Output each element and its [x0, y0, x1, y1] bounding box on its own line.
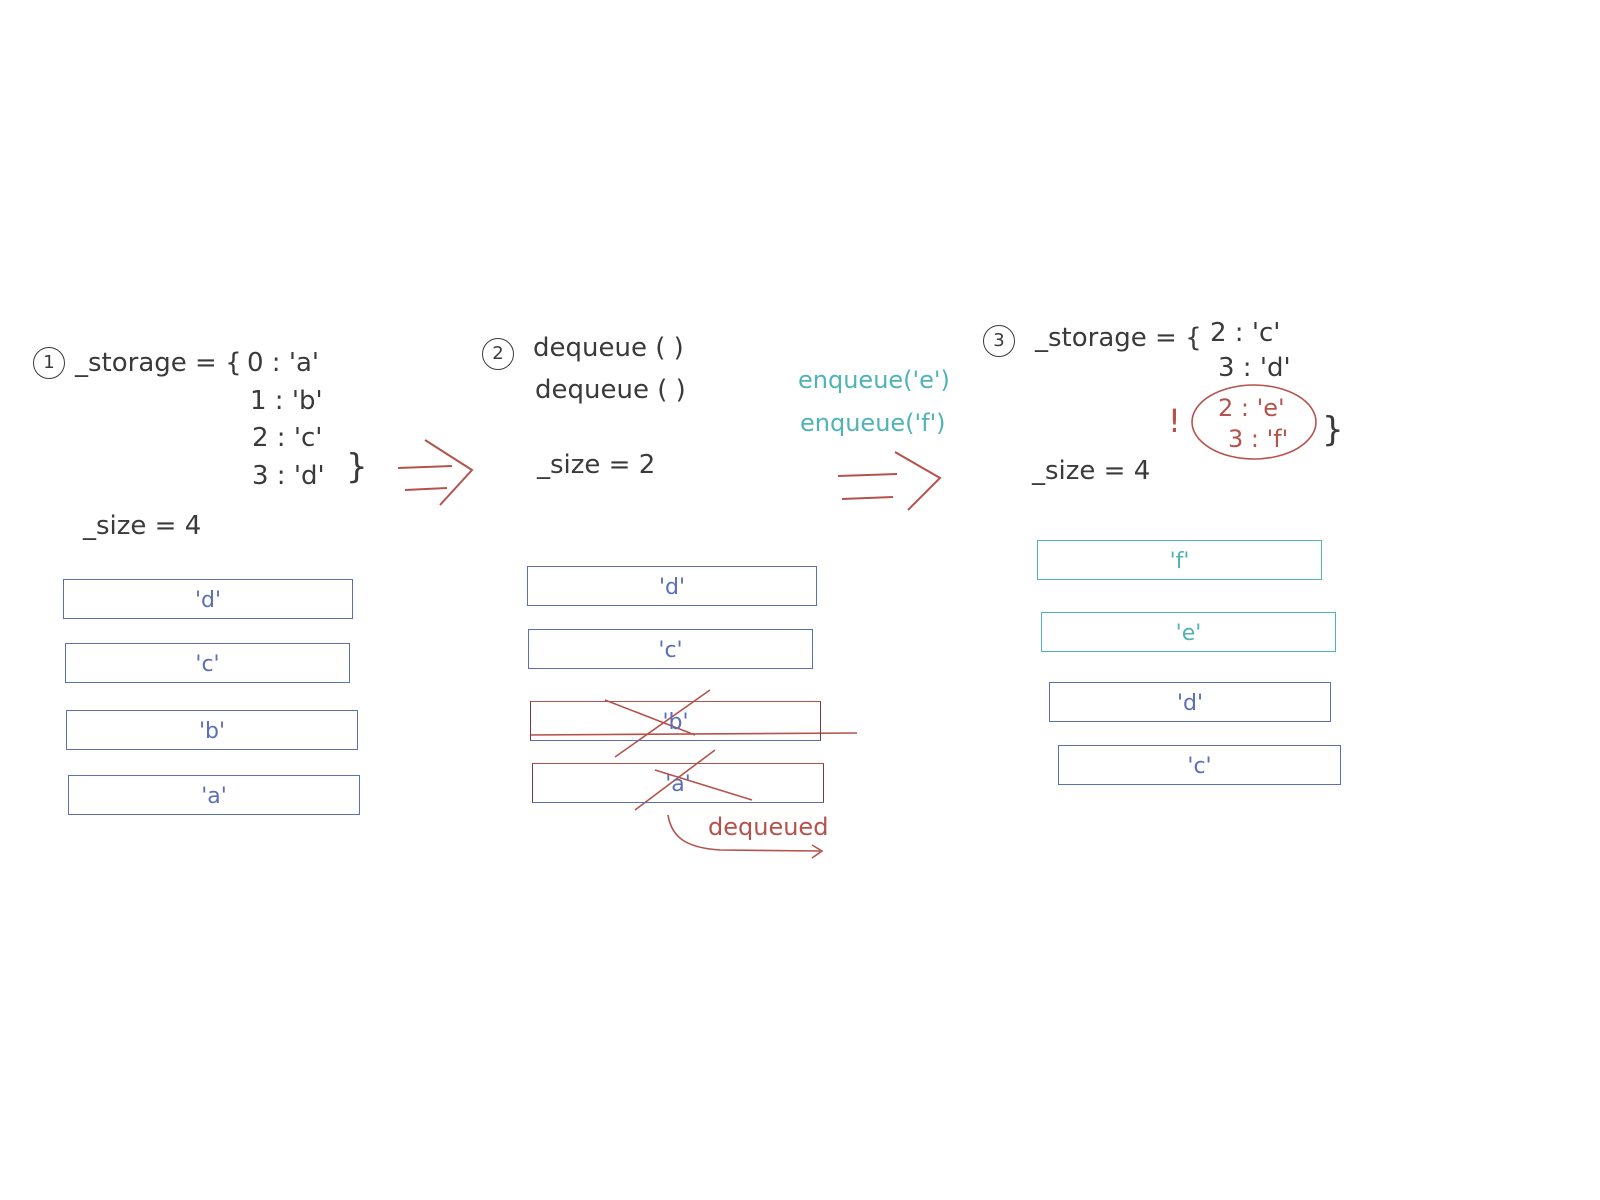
step-3-size: _size = 4 [1032, 456, 1151, 486]
step-3-box-e-label: 'e' [1175, 621, 1202, 646]
step-3-entry-0: 2 : 'c' [1210, 318, 1281, 348]
step-2-box-a-dequeued: 'a' [532, 763, 824, 803]
step-3-box-d-label: 'd' [1176, 691, 1204, 716]
step-3-closing-brace: } [1322, 410, 1344, 450]
step-2-box-c-label: 'c' [658, 638, 683, 663]
step-1-box-a: 'a' [68, 775, 360, 815]
step-2-box-c: 'c' [528, 629, 813, 669]
step-1-marker: 1 [33, 347, 65, 379]
step-1-entry-0: 0 : 'a' [247, 348, 320, 378]
step-1-box-a-label: 'a' [201, 784, 227, 809]
step-3-new-entry-1: 3 : 'f' [1228, 425, 1289, 453]
step-3-box-c: 'c' [1058, 745, 1341, 785]
step-1-box-c-label: 'c' [195, 652, 220, 677]
step-1-closing-brace: } [346, 447, 368, 487]
step-3-entry-1: 3 : 'd' [1218, 353, 1291, 383]
step-2-box-d: 'd' [527, 566, 817, 606]
step-3-box-d: 'd' [1049, 682, 1331, 722]
step-2-box-b-dequeued: 'b' [530, 701, 821, 741]
step-3-box-c-label: 'c' [1187, 754, 1212, 779]
step-3-new-entry-0: 2 : 'e' [1218, 394, 1285, 422]
dequeued-crosses [529, 689, 858, 811]
dequeued-arrow [667, 814, 824, 859]
step-2-op-1: dequeue ( ) [535, 375, 686, 405]
step-2-op-0: dequeue ( ) [533, 333, 684, 363]
enqueue-op-0: enqueue('e') [798, 366, 950, 394]
enqueue-op-1: enqueue('f') [800, 409, 946, 437]
step-1-entry-1: 1 : 'b' [250, 386, 323, 416]
step-3-marker: 3 [983, 325, 1015, 357]
step-1-box-d-label: 'd' [194, 588, 222, 613]
step-1-size: _size = 4 [83, 511, 202, 541]
arrow-step1-to-step2 [397, 439, 474, 506]
step-2-marker: 2 [482, 338, 514, 370]
step-2-size: _size = 2 [537, 450, 656, 480]
step-1-box-b: 'b' [66, 710, 358, 750]
step-3-storage-label: _storage = { [1035, 323, 1202, 353]
step-3-box-e: 'e' [1041, 612, 1336, 652]
step-1-storage-label: _storage = { [75, 348, 242, 378]
step-1-entry-2: 2 : 'c' [252, 423, 323, 453]
step-3-box-f: 'f' [1037, 540, 1322, 580]
step-1-entry-3: 3 : 'd' [252, 461, 325, 491]
step-3-exclaim: ! [1168, 402, 1181, 440]
step-1-box-d: 'd' [63, 579, 353, 619]
arrow-step2-to-step3 [837, 451, 942, 511]
new-entries-highlight [1191, 384, 1317, 460]
step-2-box-b-label: 'b' [662, 710, 689, 735]
step-2-box-d-label: 'd' [658, 575, 686, 600]
step-1-box-c: 'c' [65, 643, 350, 683]
dequeued-label: dequeued [708, 813, 829, 841]
step-1-box-b-label: 'b' [198, 719, 226, 744]
step-3-box-f-label: 'f' [1169, 549, 1190, 574]
step-2-box-a-label: 'a' [665, 772, 691, 797]
